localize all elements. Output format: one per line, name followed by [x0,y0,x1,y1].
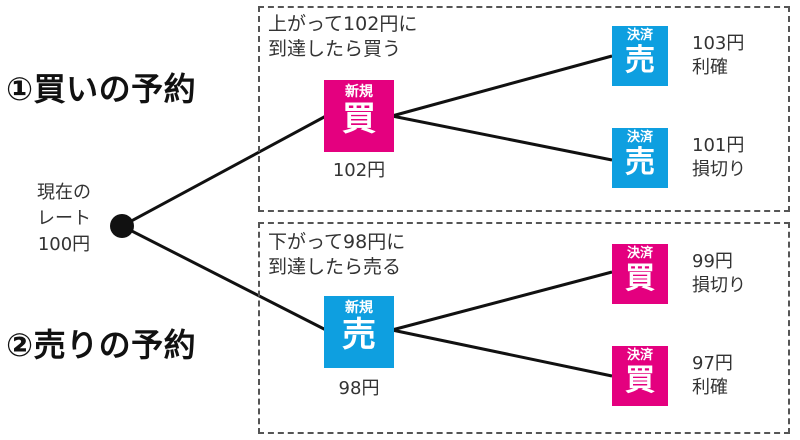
buy-order-panel [258,6,790,212]
sell-condition-line-1: 下がって98円に [268,231,406,253]
sell-exit-2-badge: 決済 買 [612,346,668,406]
current-rate-line-3: 100円 [37,234,91,255]
buy-exit-1-price: 103円 [692,33,745,54]
sell-exit-2-badge-big: 買 [625,363,655,398]
sell-condition-text: 下がって98円に 到達したら売る [268,230,405,280]
buy-exit-2-label: 101円 損切り [692,134,746,182]
buy-condition-text: 上がって102円に 到達したら買う [268,12,417,62]
buy-exit-1-result: 利確 [692,57,728,78]
line-origin-to-sell-entry [121,224,327,332]
buy-entry-badge: 新規 買 [324,80,394,152]
sell-order-heading: ②売りの予約 [6,326,197,364]
sell-exit-1-price: 99円 [692,251,733,272]
sell-exit-2-result: 利確 [692,377,728,398]
sell-entry-badge-small: 新規 [345,300,373,316]
buy-exit-1-label: 103円 利確 [692,32,744,80]
buy-condition-line-2: 到達したら買う [268,38,402,60]
buy-entry-badge-big: 買 [342,99,376,139]
current-rate-label: 現在の レート 100円 [28,180,100,258]
sell-entry-badge: 新規 売 [324,296,394,368]
buy-exit-2-price: 101円 [692,135,745,156]
buy-exit-2-badge-small: 決済 [626,130,653,145]
buy-exit-1-badge: 決済 売 [612,26,668,86]
sell-exit-1-badge-big: 買 [625,261,655,296]
sell-exit-1-result: 損切り [692,275,746,296]
sell-order-panel [258,222,790,434]
buy-exit-1-badge-small: 決済 [626,28,653,43]
sell-exit-2-badge-small: 決済 [626,348,653,363]
buy-exit-2-badge-big: 売 [625,145,655,180]
sell-exit-2-label: 97円 利確 [692,352,733,400]
sell-exit-1-badge-small: 決済 [626,246,653,261]
sell-exit-1-badge: 決済 買 [612,244,668,304]
line-buy-entry-to-exit-2 [391,114,613,162]
line-sell-entry-to-exit-2 [391,328,613,378]
sell-entry-badge-big: 売 [342,315,376,355]
origin-node [110,214,134,238]
line-sell-entry-to-exit-1 [391,270,613,332]
current-rate-line-1: 現在の [37,182,91,203]
buy-entry-price: 102円 [332,160,386,181]
buy-exit-2-result: 損切り [692,159,746,180]
buy-exit-1-badge-big: 売 [625,43,655,78]
buy-order-heading: ①買いの予約 [6,70,197,108]
sell-condition-line-2: 到達したら売る [268,256,402,278]
current-rate-line-2: レート [37,208,91,229]
buy-entry-badge-small: 新規 [345,84,373,100]
sell-exit-1-label: 99円 損切り [692,250,746,298]
buy-condition-line-1: 上がって102円に [268,13,418,35]
buy-exit-2-badge: 決済 売 [612,128,668,188]
sell-exit-2-price: 97円 [692,353,733,374]
sell-entry-price: 98円 [338,378,380,399]
line-buy-entry-to-exit-1 [391,54,613,118]
line-origin-to-buy-entry [121,114,327,228]
